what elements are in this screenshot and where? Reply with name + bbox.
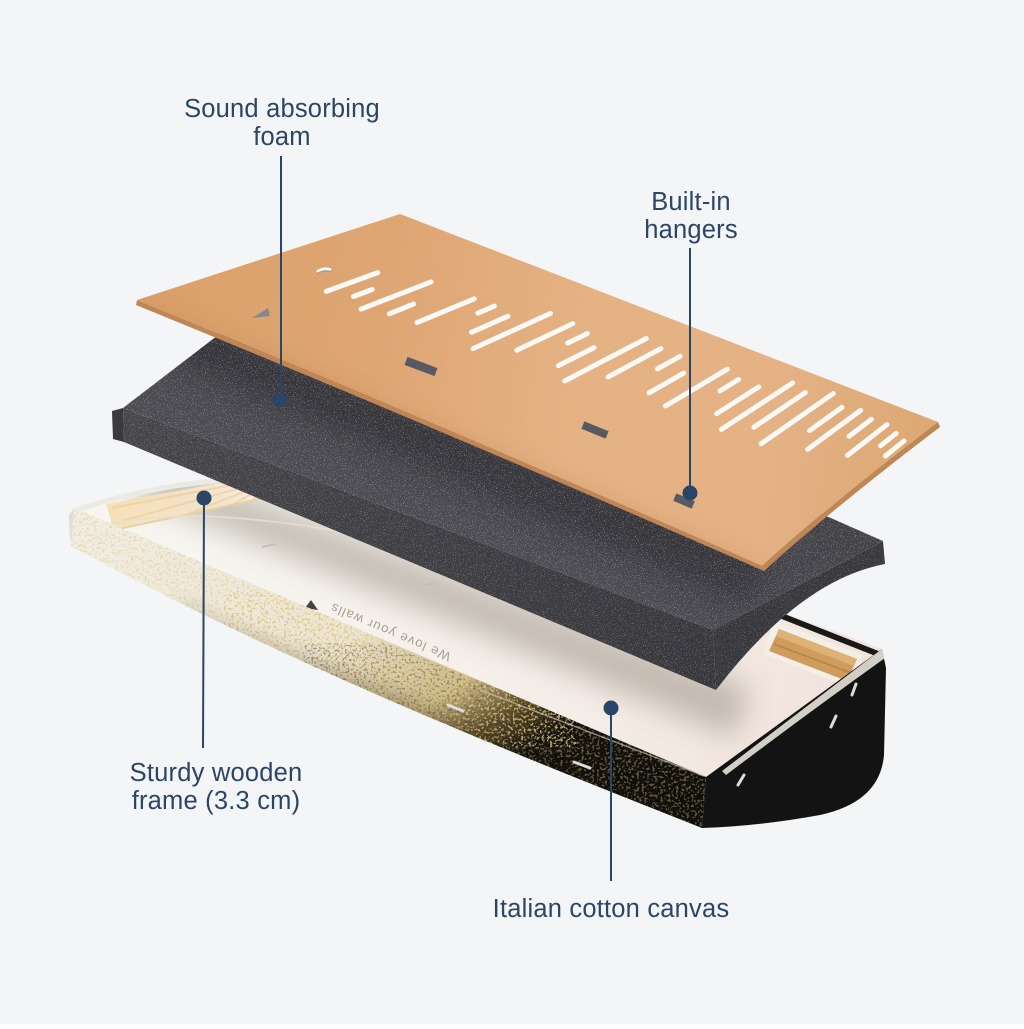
svg-text:Sturdy wooden: Sturdy wooden bbox=[130, 759, 303, 787]
svg-text:frame (3.3 cm): frame (3.3 cm) bbox=[132, 787, 301, 815]
svg-text:Sound absorbing: Sound absorbing bbox=[184, 95, 380, 123]
svg-text:Built-in: Built-in bbox=[651, 188, 731, 216]
svg-text:foam: foam bbox=[253, 123, 311, 151]
svg-text:Italian cotton canvas: Italian cotton canvas bbox=[493, 895, 730, 923]
svg-text:hangers: hangers bbox=[644, 216, 738, 244]
